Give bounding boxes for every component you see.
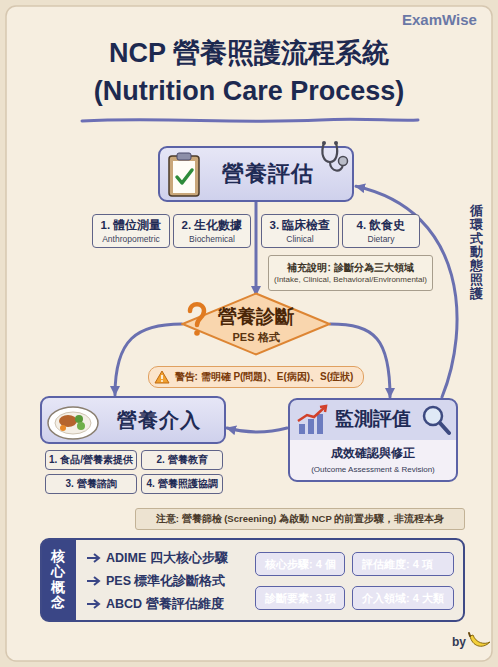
decision-diamond: 營養診斷PES 格式 <box>181 292 331 356</box>
stat-box: 核心步驟: 4 個 <box>255 552 345 576</box>
brand-mark: ExamWise <box>402 11 477 28</box>
drawing-part <box>334 141 338 145</box>
bullet-arrows <box>86 552 102 612</box>
node-text: 注意: 營養篩檢 (Screening) 為啟動 NCP 的前置步驟，非流程本身 <box>156 513 445 526</box>
node-text: 營養評估 <box>222 159 314 189</box>
node-text: 介入領域: 4 大類 <box>362 592 373 604</box>
node-text: PES 標準化診斷格式 <box>106 573 226 589</box>
node-text: 警告: 需明確 P(問題)、E(病因)、S(症狀) <box>175 370 354 384</box>
drawing-part <box>177 153 191 160</box>
drawing-part <box>469 633 470 636</box>
drawing-part <box>298 407 325 421</box>
diamond-shape <box>183 294 330 355</box>
node-text: 4. 營養照護協調 <box>146 477 217 491</box>
node-text: 成效確認與修正 <box>331 445 415 462</box>
node-text: 監測評值 <box>335 400 411 438</box>
stat-box: 評估維度: 4 項 <box>352 552 454 576</box>
node-text: 4. 飲食史 <box>357 218 406 233</box>
node-text: PES 格式 <box>232 330 279 345</box>
stat-box: 介入領域: 4 大類 <box>352 586 454 610</box>
drawing-part <box>6 6 492 661</box>
intervention-item: 4. 營養照護協調 <box>141 474 223 494</box>
drawing-part <box>177 170 192 183</box>
flow-arrow <box>227 428 287 432</box>
node-text: 2. 生化數據 <box>182 218 243 233</box>
note-box: 補充說明: 診斷分為三大領域(Intake, Clinical, Behavio… <box>268 255 433 291</box>
process-box: 監測評值成效確認與修正 (Outcome Assessment & Revisio… <box>288 398 458 482</box>
node-text: Clinical <box>286 234 313 244</box>
drawing-part <box>308 419 314 434</box>
drawing-part <box>299 424 305 434</box>
drawing-part <box>190 304 204 325</box>
credit-text: by <box>452 635 466 649</box>
magnifier-icon <box>421 404 451 436</box>
drawing-part <box>87 577 99 585</box>
drawing-part <box>59 415 77 427</box>
assessment-item: 3. 臨床檢查Clinical <box>261 214 339 248</box>
node-text: 2. 營養教育 <box>156 453 207 467</box>
stethoscope-icon <box>318 140 350 178</box>
node-text: Dietary <box>368 234 395 244</box>
node-text: 3. 臨床檢查 <box>270 218 331 233</box>
node-text: 補充說明: 診斷分為三大領域 <box>287 261 413 275</box>
intervention-item: 2. 營養教育 <box>141 450 223 470</box>
drawing-part <box>440 423 449 433</box>
stat-box: 診斷要素: 3 項 <box>255 586 345 610</box>
question-mark-icon <box>185 300 209 338</box>
drawing-part <box>87 600 99 608</box>
flow-arrow <box>255 202 258 295</box>
node-text: 診斷要素: 3 項 <box>265 592 276 604</box>
warning-icon <box>154 370 170 384</box>
cycle-label: 循環式動態照護 <box>470 205 483 301</box>
node-text: (Intake, Clinical, Behavioral/Environmen… <box>274 275 427 285</box>
warning-box: 警告: 需明確 P(問題)、E(病因)、S(症狀) <box>148 366 364 388</box>
drawing-part <box>322 141 326 145</box>
diagram-title: NCP 營養照護流程系統 (Nutrition Care Process) <box>49 34 449 111</box>
intervention-item: 1. 食品/營養素提供 <box>45 450 137 470</box>
assessment-item: 2. 生化數據Biochemical <box>173 214 251 248</box>
process-box: 營養介入 <box>40 396 226 444</box>
node-text: 營養介入 <box>117 407 201 434</box>
summary-panel: 核心概念 ADIME 四大核心步驟 PES 標準化診斷格式 ABCD 營養評估維度 核心… <box>40 538 465 622</box>
node-text: 評估維度: 4 項 <box>362 558 373 570</box>
drawing-part <box>194 330 200 336</box>
node-text: 核心概念 <box>51 549 65 611</box>
drawing-part <box>77 422 85 430</box>
drawing-part <box>173 161 195 193</box>
drawing-part <box>82 119 418 121</box>
node-text: 營養診斷 <box>218 304 294 330</box>
drawing-part <box>75 415 83 423</box>
notice-box: 注意: 營養篩檢 (Screening) 為啟動 NCP 的前置步驟，非流程本身 <box>135 508 465 530</box>
drawing-part <box>322 143 337 162</box>
drawing-part <box>169 156 199 196</box>
node-text: 1. 食品/營養素提供 <box>49 453 133 467</box>
drawing-part <box>87 554 99 562</box>
drawing-part <box>60 425 66 431</box>
node-text: 1. 體位測量 <box>101 218 162 233</box>
drawing-part <box>469 633 490 646</box>
node-text: Anthropometric <box>102 234 160 244</box>
node-text: ADIME 四大核心步驟 <box>106 550 228 566</box>
drawing-part <box>317 414 323 434</box>
assessment-item: 1. 體位測量Anthropometric <box>92 214 170 248</box>
drawing-part <box>320 406 326 412</box>
drawing-part <box>161 375 163 379</box>
intervention-item: 3. 營養諮詢 <box>45 474 137 494</box>
node-text: Biochemical <box>189 234 235 244</box>
clipboard-icon <box>166 150 202 198</box>
drawing-part <box>339 157 348 166</box>
meal-plate-icon <box>46 399 100 443</box>
drawing-part <box>161 380 163 382</box>
node-text: 核心步驟: 4 個 <box>265 558 276 570</box>
process-box: 營養評估 <box>158 146 354 202</box>
node-text: (Outcome Assessment & Revision) <box>311 465 435 474</box>
drawing-part <box>48 407 98 439</box>
drawing-part <box>55 412 91 434</box>
chart-icon <box>296 404 330 436</box>
assessment-item: 4. 飲食史Dietary <box>342 214 420 248</box>
node-text: ABCD 營養評估維度 <box>106 596 224 612</box>
node-text: 3. 營養諮詢 <box>65 477 116 491</box>
drawing-part <box>155 371 169 383</box>
drawing-part <box>470 635 490 646</box>
